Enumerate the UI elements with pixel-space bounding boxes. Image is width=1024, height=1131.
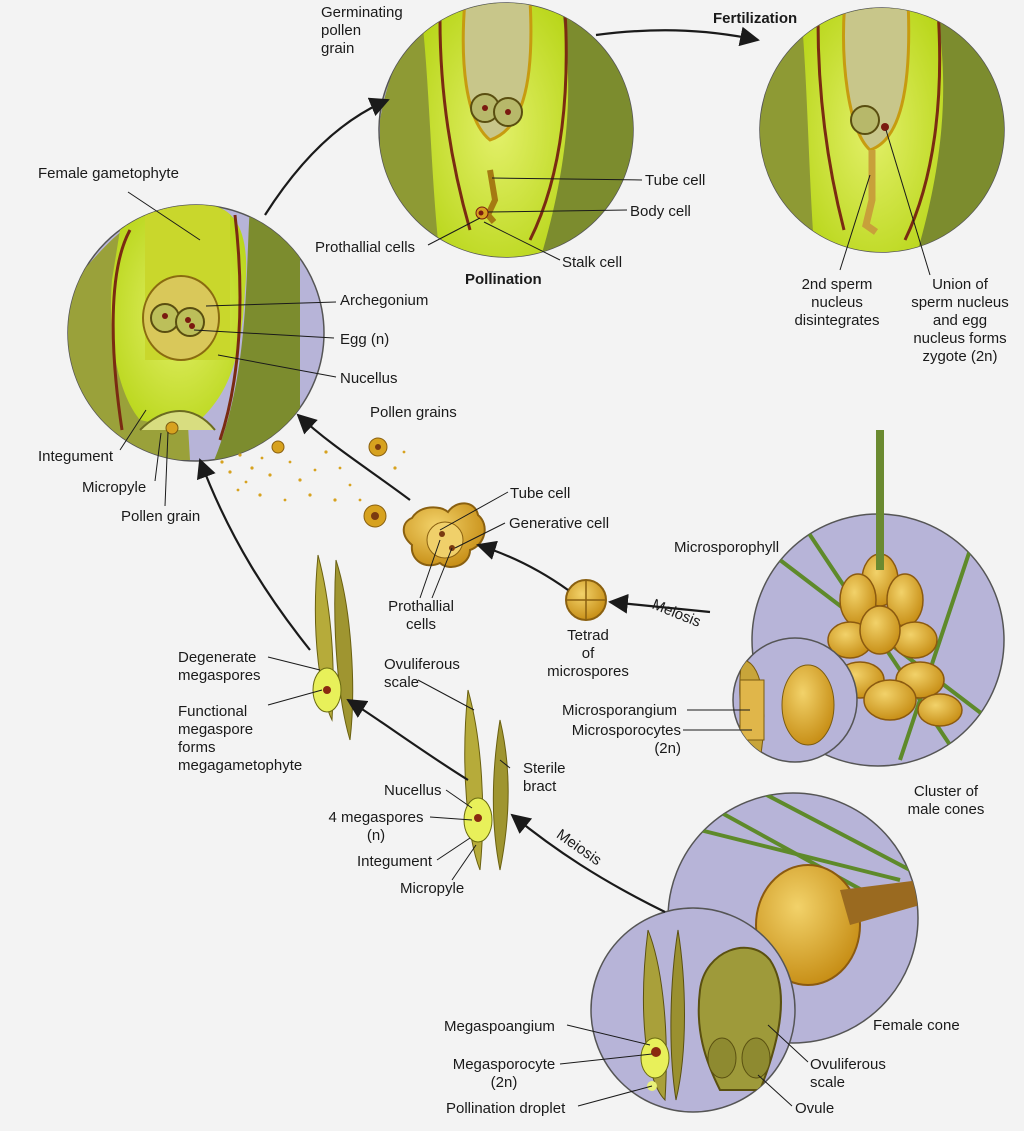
mature-pollen-grain (402, 502, 486, 568)
microsporophyll-circle (732, 637, 858, 763)
label-tube-cell-mid: Tube cell (510, 485, 571, 502)
label-micropyle-mid: Micropyle (400, 880, 465, 897)
label-megasporocyte: Megasporocyte (2n) (452, 1056, 556, 1091)
label-tetrad-of-microspores: Tetrad of microspores (547, 627, 629, 680)
cycle-arrows (196, 26, 760, 913)
label-four-megaspores: 4 megaspores (n) (328, 809, 424, 844)
label-megasporangium: Megaspoangium (444, 1018, 555, 1035)
label-prothallial-cells-top: Prothallial cells (315, 239, 416, 256)
label-tube-cell-top: Tube cell (645, 172, 706, 189)
label-generative-cell: Generative cell (509, 515, 610, 532)
label-body-cell: Body cell (630, 203, 691, 220)
pollination-circle (378, 2, 634, 258)
label-pollen-grains: Pollen grains (370, 404, 457, 421)
label-female-cone: Female cone (873, 1017, 960, 1034)
label-micropyle-top: Micropyle (82, 479, 147, 496)
label-cluster-male-cones: Cluster of male cones (907, 783, 985, 818)
label-second-sperm-nucleus: 2nd sperm nucleus disintegrates (794, 276, 880, 329)
label-pollen-grain: Pollen grain (121, 508, 201, 525)
megasporangium-circle (590, 907, 796, 1113)
label-microsporangium: Microsporangium (562, 702, 678, 719)
label-stalk-cell: Stalk cell (562, 254, 623, 271)
pollen-grains-group (271, 437, 388, 528)
label-degenerate-megaspores: Degenerate megaspores (178, 649, 261, 684)
label-integument-mid: Integument (357, 853, 433, 870)
fertilization-circle (759, 7, 1005, 253)
stage-label-pollination: Pollination (465, 271, 542, 288)
female-gametophyte-circle (67, 204, 325, 462)
label-nucellus-top: Nucellus (340, 370, 398, 387)
ovule-scale-mid (463, 689, 509, 871)
label-sterile-bract: Sterile bract (523, 760, 566, 795)
label-nucellus-mid: Nucellus (384, 782, 442, 799)
leader-lines (119, 129, 931, 1107)
label-integument-top: Integument (38, 448, 114, 465)
label-ovule: Ovule (795, 1100, 835, 1117)
tetrad-of-microspores (565, 579, 607, 621)
label-ovuliferous-scale-mid: Ovuliferous scale (384, 656, 460, 691)
pollen-dust (220, 450, 406, 502)
label-prothallial-cells-mid: Prothallial cells (388, 598, 454, 633)
label-archegonium: Archegonium (340, 292, 429, 309)
label-microsporocytes: Microsporocytes (2n) (571, 722, 681, 757)
stage-label-germinating-pollen-grain: Germinating pollen grain (321, 4, 403, 57)
label-ovuliferous-scale-bottom: Ovuliferous scale (810, 1056, 886, 1091)
label-female-gametophyte: Female gametophyte (38, 165, 179, 182)
label-union-sperm-nucleus: Union of sperm nucleus and egg nucleus f… (911, 276, 1009, 365)
label-egg: Egg (n) (340, 331, 390, 348)
ovule-scale-left (312, 554, 354, 741)
label-functional-megaspore: Functional megaspore forms megagametophy… (178, 703, 303, 774)
stage-label-fertilization: Fertilization (713, 10, 798, 27)
label-microsporophyll: Microsporophyll (674, 539, 780, 556)
label-pollination-droplet: Pollination droplet (446, 1100, 566, 1117)
